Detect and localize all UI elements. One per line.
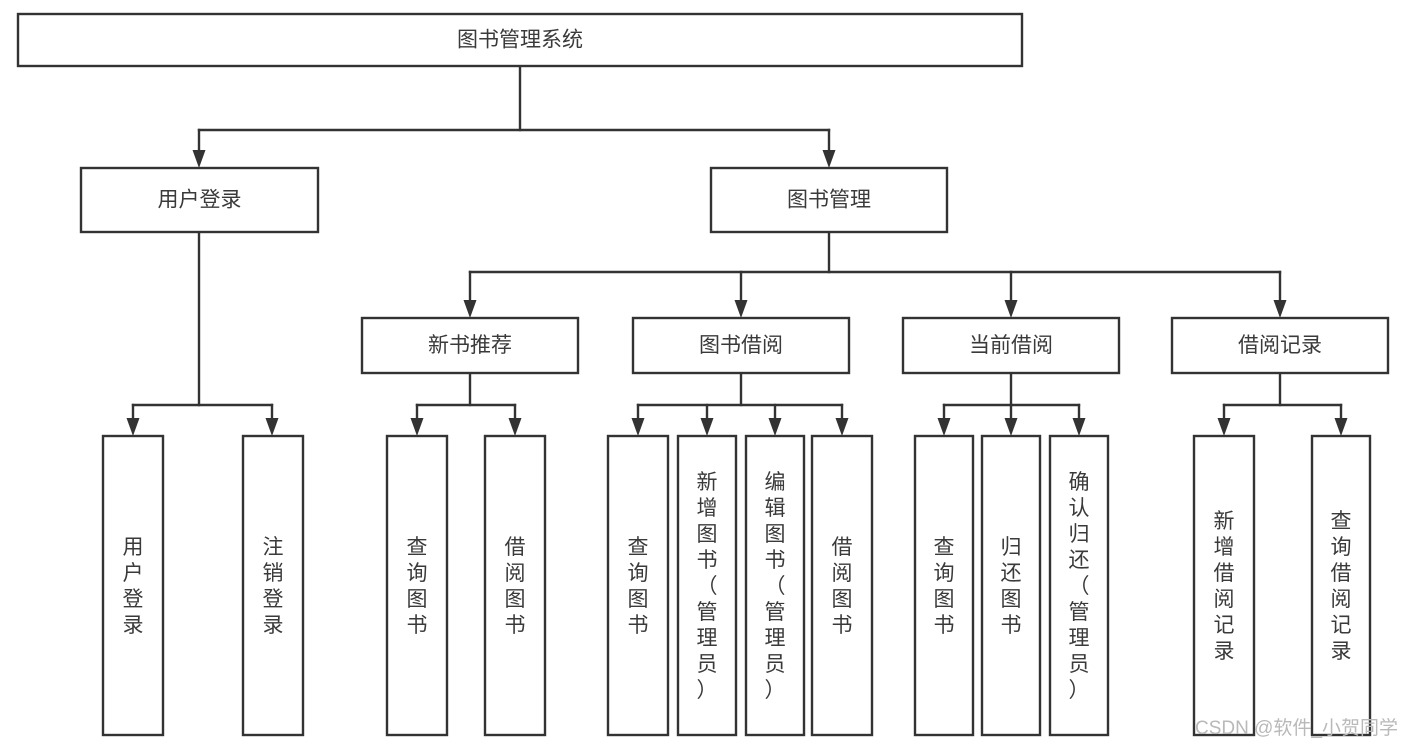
node-leaf-add-borrow-record-label: 新增借阅记录 (1214, 510, 1235, 663)
book-borrow-branch-0-arrowhead (631, 418, 645, 436)
book-borrow-branch-2-arrowhead (768, 418, 782, 436)
node-leaf-query-borrow-record-label: 查询借阅记录 (1331, 510, 1352, 663)
node-leaf-query-book-3-label: 查询图书 (934, 536, 955, 637)
node-borrow-record-box[interactable] (1170, 316, 1390, 375)
node-leaf-user-login-label: 用户登录 (123, 536, 144, 637)
node-leaf-query-borrow-record-box[interactable] (1310, 434, 1372, 737)
node-current-borrow[interactable]: 当前借阅 (901, 316, 1121, 375)
node-leaf-query-book-1[interactable]: 查询图书 (385, 434, 449, 737)
user-login-branch-0-arrowhead (126, 418, 140, 436)
node-borrow-record-label: 借阅记录 (1238, 334, 1322, 357)
node-user-login[interactable]: 用户登录 (79, 166, 320, 234)
root-branch-0-arrowhead (192, 150, 206, 168)
node-leaf-query-book-2-box[interactable] (606, 434, 670, 737)
book-borrow-branch-1-arrowhead (700, 418, 714, 436)
node-leaf-edit-book-label: 编辑图书（管理员） (765, 471, 786, 702)
node-leaf-borrow-book-1-label: 借阅图书 (505, 536, 526, 637)
node-leaf-query-book-1-box[interactable] (385, 434, 449, 737)
node-leaf-user-login[interactable]: 用户登录 (101, 434, 165, 737)
node-root-图书管理系统-label: 图书管理系统 (457, 29, 583, 52)
node-leaf-confirm-return-box[interactable] (1048, 434, 1110, 737)
node-leaf-query-book-3-box[interactable] (913, 434, 975, 737)
node-leaf-add-book-box[interactable] (676, 434, 738, 737)
borrow-record-branch-1-arrowhead (1334, 418, 1348, 436)
node-leaf-borrow-book-2-box[interactable] (810, 434, 874, 737)
node-leaf-edit-book-box[interactable] (744, 434, 806, 737)
current-borrow-branch-0-arrowhead (937, 418, 951, 436)
node-leaf-edit-book[interactable]: 编辑图书（管理员） (744, 434, 806, 737)
node-leaf-query-borrow-record[interactable]: 查询借阅记录 (1310, 434, 1372, 737)
book-manage-branch-2-arrowhead (1004, 300, 1018, 318)
node-book-borrow-box[interactable] (631, 316, 851, 375)
node-leaf-query-book-3[interactable]: 查询图书 (913, 434, 975, 737)
book-manage-branch-0-arrowhead (463, 300, 477, 318)
node-book-borrow-label: 图书借阅 (699, 334, 783, 357)
node-current-borrow-label: 当前借阅 (969, 334, 1053, 357)
connector-layer (126, 64, 1348, 436)
node-leaf-confirm-return-label: 确认归还（管理员） (1069, 471, 1090, 702)
node-leaf-return-book[interactable]: 归还图书 (980, 434, 1042, 737)
node-leaf-user-logout-label: 注销登录 (263, 536, 284, 637)
node-leaf-query-book-1-label: 查询图书 (407, 536, 428, 637)
node-leaf-user-logout[interactable]: 注销登录 (241, 434, 305, 737)
new-book-recommend-branch-1-arrowhead (508, 418, 522, 436)
node-leaf-return-book-label: 归还图书 (1001, 536, 1022, 637)
node-new-book-recommend[interactable]: 新书推荐 (360, 316, 580, 375)
watermark-label: CSDN @软件_小贺同学 (1195, 717, 1398, 739)
node-layer: 图书管理系统用户登录图书管理新书推荐图书借阅当前借阅借阅记录用户登录注销登录查询… (16, 12, 1390, 737)
book-manage-branch-1-arrowhead (734, 300, 748, 318)
current-borrow-branch-2-arrowhead (1072, 418, 1086, 436)
book-manage-branch-3-arrowhead (1273, 300, 1287, 318)
node-book-manage[interactable]: 图书管理 (709, 166, 949, 234)
new-book-recommend-branch-0-arrowhead (410, 418, 424, 436)
node-leaf-add-borrow-record[interactable]: 新增借阅记录 (1192, 434, 1256, 737)
node-new-book-recommend-box[interactable] (360, 316, 580, 375)
node-leaf-borrow-book-2[interactable]: 借阅图书 (810, 434, 874, 737)
user-login-branch-1-arrowhead (265, 418, 279, 436)
node-user-login-label: 用户登录 (158, 189, 242, 212)
node-leaf-add-book-label: 新增图书（管理员） (697, 471, 718, 702)
node-book-manage-label: 图书管理 (787, 189, 871, 212)
node-leaf-borrow-book-1[interactable]: 借阅图书 (483, 434, 547, 737)
node-root-图书管理系统[interactable]: 图书管理系统 (16, 12, 1024, 68)
node-leaf-user-login-box[interactable] (101, 434, 165, 737)
node-book-manage-box[interactable] (709, 166, 949, 234)
node-user-login-box[interactable] (79, 166, 320, 234)
borrow-record-branch-0-arrowhead (1217, 418, 1231, 436)
node-leaf-return-book-box[interactable] (980, 434, 1042, 737)
book-borrow-branch-3-arrowhead (835, 418, 849, 436)
node-root-图书管理系统-box[interactable] (16, 12, 1024, 68)
node-borrow-record[interactable]: 借阅记录 (1170, 316, 1390, 375)
node-leaf-query-book-2-label: 查询图书 (628, 536, 649, 637)
root-branch-1-arrowhead (822, 150, 836, 168)
node-leaf-user-logout-box[interactable] (241, 434, 305, 737)
current-borrow-branch-1-arrowhead (1004, 418, 1018, 436)
node-leaf-query-book-2[interactable]: 查询图书 (606, 434, 670, 737)
node-current-borrow-box[interactable] (901, 316, 1121, 375)
node-leaf-add-book[interactable]: 新增图书（管理员） (676, 434, 738, 737)
node-leaf-borrow-book-2-label: 借阅图书 (832, 536, 853, 637)
node-new-book-recommend-label: 新书推荐 (428, 334, 512, 357)
node-leaf-confirm-return[interactable]: 确认归还（管理员） (1048, 434, 1110, 737)
node-leaf-add-borrow-record-box[interactable] (1192, 434, 1256, 737)
node-book-borrow[interactable]: 图书借阅 (631, 316, 851, 375)
node-leaf-borrow-book-1-box[interactable] (483, 434, 547, 737)
